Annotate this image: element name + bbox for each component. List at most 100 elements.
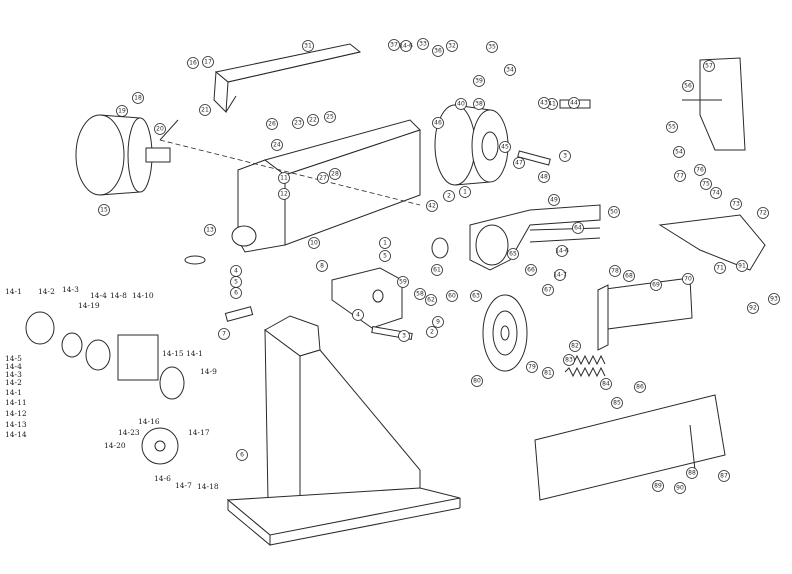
part-callout: 23 [292, 117, 304, 129]
motor-bracket-part [331, 267, 403, 329]
part-callout: 59 [397, 276, 409, 288]
part-callout-number: 84 [602, 381, 610, 388]
subassembly-part-label: 14-14 [5, 430, 27, 439]
subassembly-part-label: 14-1 [186, 349, 203, 358]
part-callout: 60 [446, 290, 458, 302]
part-callout-number: 16 [189, 60, 197, 67]
part-callout: 16 [187, 57, 199, 69]
part-callout: 27 [317, 172, 329, 184]
part-callout: 3 [398, 330, 410, 342]
subassembly-part-label: 14-12 [5, 409, 27, 418]
part-callout-number: 73 [732, 201, 740, 208]
part-callout-number: 65 [509, 251, 517, 258]
part-callout-number: 68 [625, 273, 633, 280]
part-callout-number: 76 [696, 167, 704, 174]
part-callout-number: 4 [234, 268, 238, 275]
part-callout-number: 80 [473, 378, 481, 385]
part-callout-number: 37 [390, 42, 398, 49]
part-callout-number: 83 [565, 357, 573, 364]
part-callout: 14-7 [553, 269, 567, 281]
part-callout: 32 [446, 40, 458, 52]
subassembly-part-label: 14-1 [5, 388, 22, 397]
subassembly-part-label: 14-4 [5, 362, 22, 371]
part-callout-number: 3 [402, 333, 406, 340]
part-callout: 39 [473, 75, 485, 87]
part-callout-number: 93 [770, 296, 778, 303]
part-callout-number: 71 [716, 265, 724, 272]
subassembly-part-label: 14-2 [38, 287, 55, 296]
part-callout: 21 [199, 104, 211, 116]
part-callout-number: 23 [294, 120, 302, 127]
part-callout-number: 67 [544, 287, 552, 294]
part-callout-number: 86 [636, 384, 644, 391]
part-callout: 4 [352, 309, 364, 321]
part-callout: 47 [513, 157, 525, 169]
part-callout-number: 79 [528, 364, 536, 371]
part-callout: 44 [568, 97, 580, 109]
part-callout: 82 [569, 340, 581, 352]
part-callout-number: 11 [280, 175, 288, 182]
part-callout-number: 28 [331, 171, 339, 178]
part-callout-number: 38 [475, 101, 483, 108]
part-callout: 12 [278, 188, 290, 200]
subassembly-part-label: 14-6 [154, 474, 171, 483]
part-callout: 62 [425, 294, 437, 306]
part-callout: 61 [431, 264, 443, 276]
part-callout: 40 [455, 98, 467, 110]
part-callout-number: 5 [383, 253, 387, 260]
part-callout-number: 7 [222, 331, 226, 338]
part-callout: 73 [730, 198, 742, 210]
part-callout: 24 [271, 139, 283, 151]
part-callout: 54 [673, 146, 685, 158]
part-callout: 31 [302, 40, 314, 52]
part-callout-number: 85 [613, 400, 621, 407]
part-callout: 4 [230, 265, 242, 277]
part-callout-number: 55 [668, 124, 676, 131]
part-callout-number: 14-6 [399, 43, 413, 50]
part-callout-number: 64 [574, 225, 582, 232]
part-callout: 75 [700, 178, 712, 190]
subassembly-part-label: 14-11 [5, 398, 27, 407]
part-callout: 50 [608, 206, 620, 218]
part-callout-number: 15 [100, 207, 108, 214]
part-callout-number: 6 [234, 290, 238, 297]
part-callout: 93 [768, 293, 780, 305]
part-callout-number: 31 [304, 43, 312, 50]
part-callout: 7 [218, 328, 230, 340]
part-callout: 83 [563, 354, 575, 366]
part-callout-number: 88 [688, 470, 696, 477]
part-callout-number: 46 [434, 120, 442, 127]
part-callout-number: 3 [563, 153, 567, 160]
part-callout: 66 [525, 264, 537, 276]
part-callout-number: 91 [738, 263, 746, 270]
part-callout: 64 [572, 222, 584, 234]
part-callout-number: 39 [475, 78, 483, 85]
part-callout-number: 50 [610, 209, 618, 216]
tracking-arm-part [469, 204, 601, 271]
part-callout: 42 [426, 200, 438, 212]
motor-part [75, 114, 179, 196]
part-callout: 18 [132, 92, 144, 104]
part-callout-number: 13 [206, 227, 214, 234]
part-callout: 5 [379, 250, 391, 262]
part-callout: 91 [736, 260, 748, 272]
part-callout: 88 [686, 467, 698, 479]
part-callout-number: 90 [676, 485, 684, 492]
part-callout: 33 [417, 38, 429, 50]
part-callout-number: 18 [134, 95, 142, 102]
subassembly-part-label: 14-9 [200, 367, 217, 376]
part-callout: 90 [674, 482, 686, 494]
dust-chute-part [682, 57, 746, 151]
part-callout: 22 [307, 114, 319, 126]
part-callout: 68 [623, 270, 635, 282]
part-callout: 71 [714, 262, 726, 274]
subassembly-part-label: 14-1 [5, 287, 22, 296]
part-callout: 3 [559, 150, 571, 162]
part-callout-number: 43 [540, 100, 548, 107]
part-callout: 19 [116, 105, 128, 117]
part-callout-number: 12 [280, 191, 288, 198]
part-callout-number: 40 [457, 101, 465, 108]
part-callout-number: 6 [240, 452, 244, 459]
part-callout-number: 33 [419, 41, 427, 48]
part-callout: 74 [710, 187, 722, 199]
